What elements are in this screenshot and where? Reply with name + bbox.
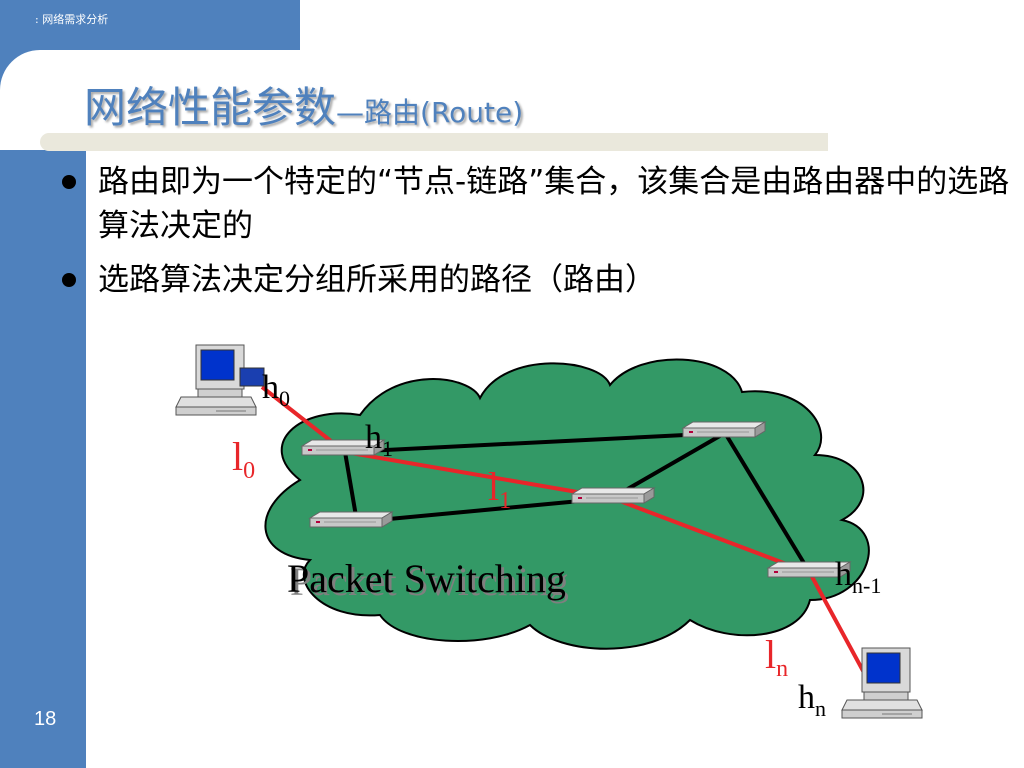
route-link-l1 xyxy=(344,450,613,500)
router-leftbottom-icon xyxy=(309,511,393,528)
bullet-dot-icon xyxy=(62,175,76,189)
link-center-topright xyxy=(611,431,726,500)
label-l0: l0 xyxy=(232,434,255,484)
title-sub: —路由(Route) xyxy=(336,96,524,129)
cloud-label: Packet Switching xyxy=(287,556,566,601)
link-topright-hn1 xyxy=(723,431,812,575)
bullet-item: 路由即为一个特定的“节点-链路”集合，该集合是由路由器中的选路算法决定的 xyxy=(60,160,1010,248)
label-l1: l1 xyxy=(488,464,511,514)
route-link-ln xyxy=(808,572,870,681)
title-main: 网络性能参数 xyxy=(84,83,337,132)
bullet-list: 路由即为一个特定的“节点-链路”集合，该集合是由路由器中的选路算法决定的 选路算… xyxy=(60,160,1010,312)
modem-h0-icon xyxy=(239,367,265,387)
cloud-label-shadow: Packet Switching xyxy=(290,559,569,604)
link-leftbottom-center xyxy=(356,496,613,524)
bullet-text: 选路算法决定分组所采用的路径（路由） xyxy=(98,262,656,298)
label-hn: hn xyxy=(798,679,826,721)
label-hn1: hn-1 xyxy=(835,556,881,598)
page-number: 18 xyxy=(34,708,57,730)
router-center-icon xyxy=(571,487,655,504)
bullet-item: 选路算法决定分组所采用的路径（路由） xyxy=(60,258,1010,302)
label-ln: ln xyxy=(765,632,788,682)
bullet-text: 路由即为一个特定的“节点-链路”集合，该集合是由路由器中的选路算法决定的 xyxy=(98,164,1010,244)
black-links xyxy=(343,431,812,575)
section-label: : 网络需求分析 xyxy=(35,13,109,26)
computer-hn-icon xyxy=(841,647,923,719)
route-link-center-hn1 xyxy=(611,496,811,575)
link-h1-topright xyxy=(344,431,726,454)
label-h0: h0 xyxy=(262,369,290,411)
header-tab xyxy=(0,0,300,50)
link-h1-leftbottom xyxy=(343,451,359,523)
slide-title: 网络性能参数—路由(Route) xyxy=(84,74,523,135)
title-underline-strip xyxy=(40,133,828,151)
label-h1: h1 xyxy=(365,419,393,461)
bullet-dot-icon xyxy=(62,273,76,287)
router-topright-icon xyxy=(682,421,766,438)
